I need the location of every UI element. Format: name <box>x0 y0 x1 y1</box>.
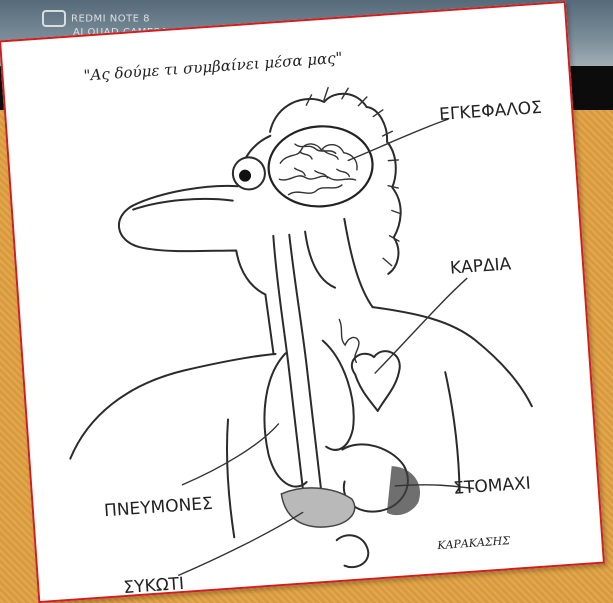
label-lungs: ΠΝΕΥΜΟΝΕΣ <box>103 494 213 522</box>
esophagus-top <box>305 230 335 290</box>
neck-right <box>344 217 372 308</box>
label-brain: ΕΓΚΕΦΑΛΟΣ <box>439 98 543 125</box>
brain-shape <box>266 123 375 210</box>
label-liver: ΣΥΚΩΤΙ <box>123 574 185 598</box>
intestine-curve <box>336 534 369 568</box>
caption-text: "Ας δούμε τι συμβαίνει μέσα μας" <box>83 49 343 85</box>
right-lung <box>319 339 356 451</box>
label-heart: ΚΑΡΔΙΑ <box>449 254 512 278</box>
stomach-shading <box>384 464 422 516</box>
right-body-side <box>445 372 460 492</box>
heart-shape <box>351 350 403 412</box>
signature: ΚΑΡΑΚΑΣΗΣ <box>436 534 511 552</box>
watermark-line1: REDMI NOTE 8 <box>71 14 150 25</box>
left-body-side <box>224 419 236 537</box>
heart-pointer <box>369 278 473 373</box>
neck-left <box>265 294 273 354</box>
label-stomach: ΣΤΟΜΑΧΙ <box>453 474 532 499</box>
trachea-right <box>289 234 321 492</box>
left-shoulder <box>64 354 282 459</box>
camera-icon <box>42 10 66 27</box>
nose-line <box>133 196 233 209</box>
liver-pointer <box>175 512 306 575</box>
anatomy-drawing: "Ας δούμε τι συμβαίνει μέσα μας" <box>1 3 603 601</box>
lungs-pointer <box>179 424 283 485</box>
